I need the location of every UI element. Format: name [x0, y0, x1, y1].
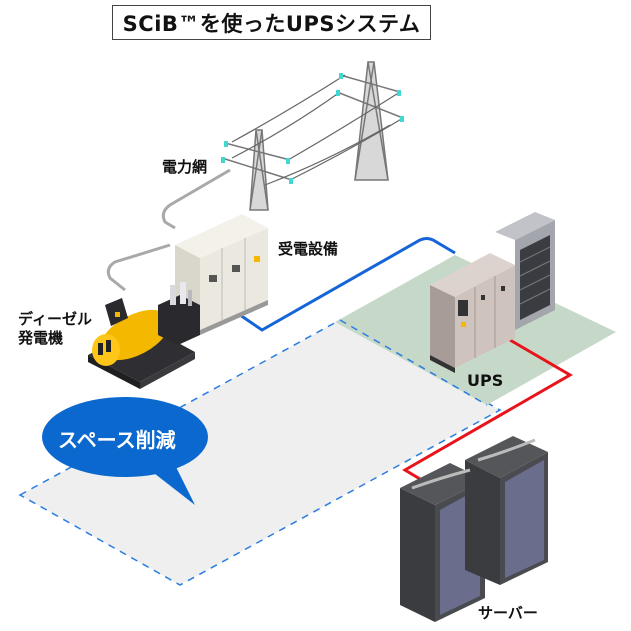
diagram-title: SCiB™を使ったUPSシステム: [112, 5, 431, 40]
label-server: サーバー: [478, 604, 538, 622]
battery-rack: [495, 212, 555, 330]
platform-dashed-edge: [339, 319, 488, 406]
power-transmission-towers: [221, 61, 404, 211]
grid-cable-to-receiving: [161, 168, 231, 230]
cable-ups-to-server: [402, 338, 573, 487]
grid-cable-to-generator: [106, 243, 171, 292]
space-saving-callout: [42, 397, 208, 505]
ups-cabinet: [430, 253, 515, 373]
label-diesel-line2: 発電機: [18, 329, 64, 347]
label-power-grid: 電力網: [162, 158, 208, 176]
label-diesel-line1: ディーゼル: [18, 310, 92, 328]
callout-text: スペース削減: [58, 428, 176, 452]
insulators: [221, 73, 404, 184]
diesel-generator: [88, 282, 200, 389]
saved-space-area: [18, 319, 502, 586]
label-ups: UPS: [467, 371, 504, 390]
cable-receiving-to-ups: [239, 237, 456, 332]
server-racks: [400, 436, 548, 622]
label-receiving-equipment: 受電設備: [278, 240, 339, 258]
label-diesel-generator: ディーゼル 発電機: [18, 310, 92, 348]
